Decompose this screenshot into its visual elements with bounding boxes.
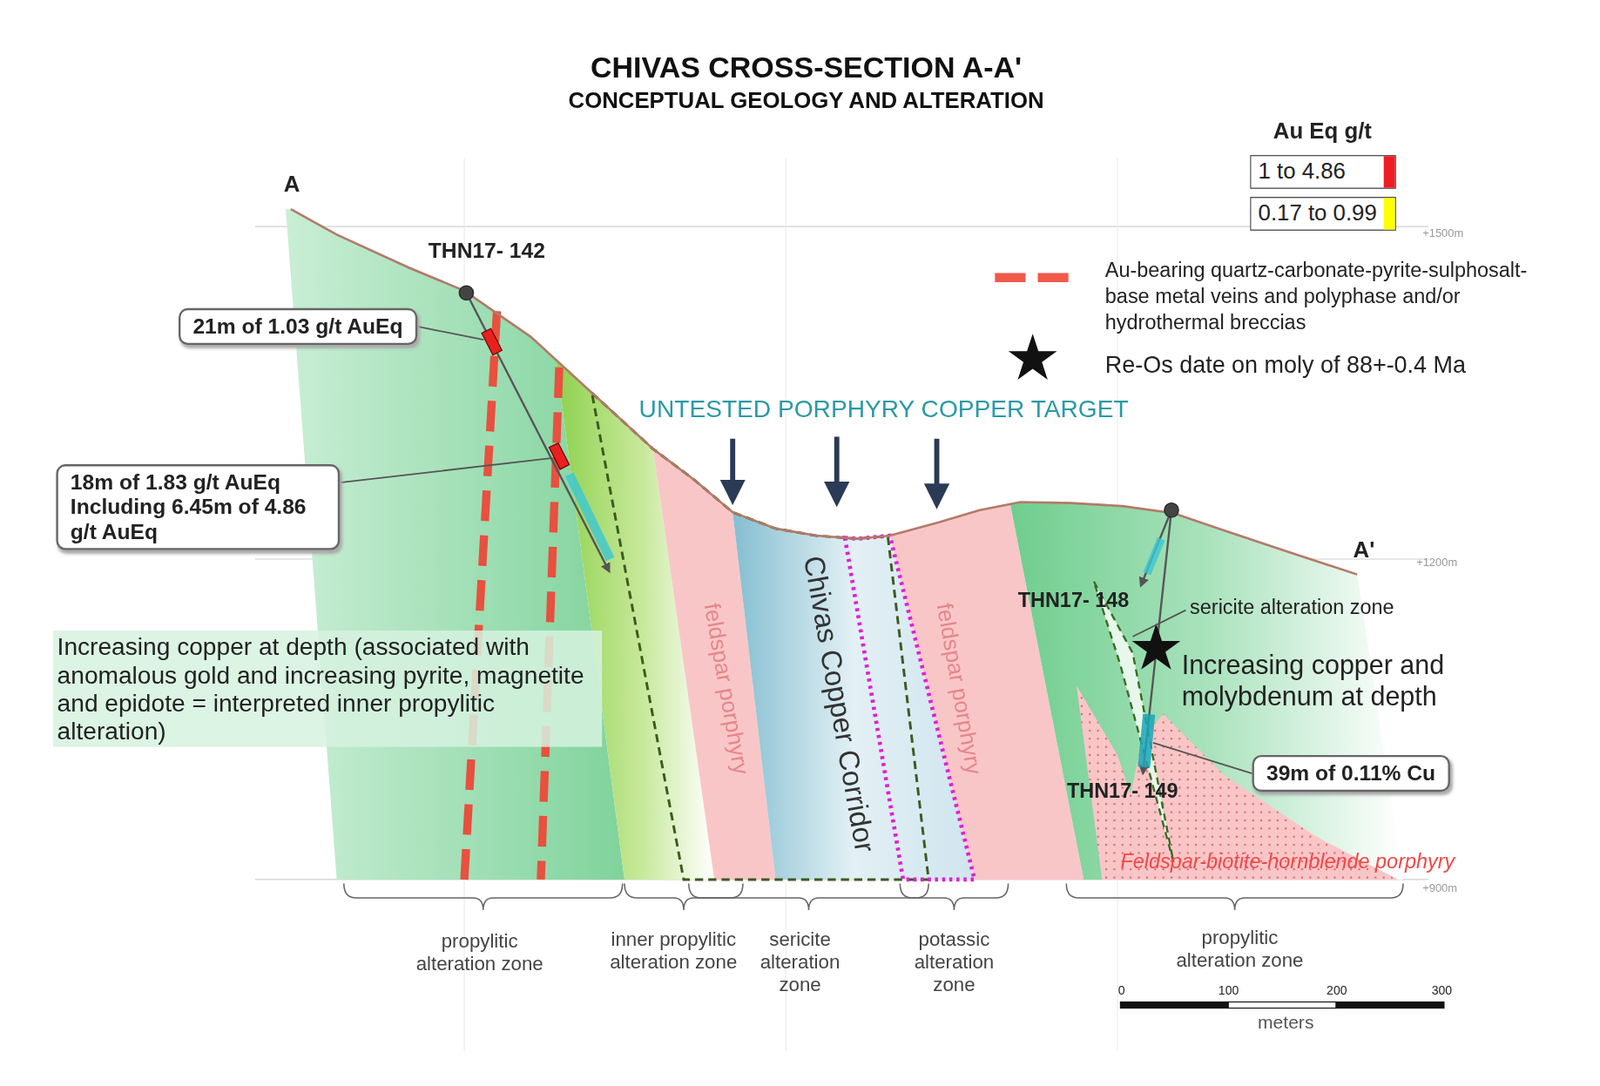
assay-interval — [1147, 539, 1162, 574]
zone-bracket — [1066, 884, 1404, 911]
legend-vein-sample — [994, 272, 1070, 283]
sericite-lens — [1093, 581, 1174, 863]
scale-number: 100 — [1218, 985, 1239, 1000]
legend-item: 0.17 to 0.99 — [1249, 196, 1397, 231]
leader-line — [1153, 742, 1253, 774]
legend-swatch — [1383, 155, 1396, 188]
scale-unit: meters — [1257, 1012, 1314, 1033]
assay-interval — [569, 474, 611, 560]
drill-hole — [465, 292, 609, 572]
assay-callout: 39m of 0.11% Cu — [1252, 755, 1451, 792]
scale-number: 0 — [1118, 985, 1126, 1000]
elevation-label: +900m — [1422, 881, 1458, 895]
scale-segment — [1336, 1002, 1445, 1009]
legend-title: Au Eq g/t — [1273, 118, 1372, 145]
section-end: A' — [1353, 536, 1376, 563]
assay-callout: 21m of 1.03 g/t AuEq — [178, 308, 418, 345]
zone-label: sericite alteration zone — [749, 928, 851, 996]
legend-text: Au-bearing quartz-carbonate-pyrite-sulph… — [1105, 256, 1529, 336]
subtitle: CONCEPTUAL GEOLOGY AND ALTERATION — [568, 87, 1045, 115]
scale-segment — [1228, 1002, 1337, 1009]
drill-collar — [1164, 503, 1179, 518]
legend-text: 0.17 to 0.99 — [1250, 197, 1384, 230]
target-label: UNTESTED PORPHYRY COPPER TARGET — [639, 394, 1129, 423]
drill-hole-name: THN17- 148 — [1018, 588, 1130, 613]
legend-text: Re-Os date on moly of 88+-0.4 Ma — [1105, 350, 1466, 381]
assay-interval — [481, 328, 502, 355]
drill-hole-name: THN17- 142 — [428, 238, 546, 264]
node-text: Feldspar-biotite-hornblende porphyry — [1120, 850, 1455, 874]
target-arrow — [934, 438, 940, 505]
target-arrow — [729, 438, 736, 500]
drill-collar — [459, 285, 473, 300]
scale-segment — [1120, 1002, 1229, 1009]
star-symbol — [1132, 623, 1182, 670]
legend-swatch — [1383, 197, 1396, 230]
leader-line — [417, 326, 484, 340]
legend-item: Re-Os date on moly of 88+-0.4 Ma — [1105, 350, 1466, 381]
zone-note: sericite alteration zone — [1189, 595, 1394, 620]
scale-number: 300 — [1431, 985, 1452, 1000]
section-end: A — [283, 171, 301, 198]
vein — [464, 310, 497, 880]
zone-label: inner propylitic alteration zone — [599, 928, 748, 973]
zone-label: potassic alteration zone — [897, 928, 1011, 996]
drill-hole-name: THN17- 149 — [1066, 779, 1179, 804]
legend-text: 1 to 4.86 — [1250, 155, 1384, 188]
assay-interval — [548, 443, 569, 470]
zone-label: propylitic alteration zone — [1163, 926, 1317, 972]
assay-interval — [548, 443, 569, 470]
legend-item: Au-bearing quartz-carbonate-pyrite-sulph… — [1105, 256, 1529, 336]
target-arrow — [834, 436, 840, 502]
assay-interval — [481, 328, 502, 355]
scale-number: 200 — [1326, 985, 1347, 1000]
sericite-outline — [592, 392, 930, 880]
zone-bracket — [899, 884, 1008, 911]
interpretation-note: Increasing copper and molybdenum at dept… — [1181, 650, 1534, 712]
geology-bands — [285, 209, 1404, 880]
zone-bracket — [624, 884, 743, 911]
legend-star-sample — [1008, 333, 1058, 380]
zone-bracket — [344, 884, 623, 911]
diagram-title: CHIVAS CROSS-SECTION A-A' — [590, 51, 1022, 86]
elevation-label: +1200m — [1416, 556, 1458, 570]
node-text: 39m of 0.11% Cu — [1266, 761, 1436, 786]
leader-line — [1132, 610, 1186, 637]
node-text: 21m of 1.03 g/t AuEq — [192, 314, 403, 339]
elevation-label: +1500m — [1422, 226, 1464, 240]
assay-callout: 18m of 1.83 g/t AuEq Including 6.45m of … — [55, 464, 340, 551]
scale-bar — [1120, 1002, 1445, 1009]
zone-bracket — [688, 884, 929, 911]
porphyry-unit: Feldspar-biotite-hornblende porphyry — [1120, 850, 1455, 874]
node-text: 18m of 1.83 g/t AuEq Including 6.45m of … — [70, 470, 326, 545]
leader-line — [339, 458, 552, 483]
assay-interval — [1143, 714, 1149, 768]
zone-label: propylitic alteration zone — [403, 930, 557, 975]
interpretation-note: Increasing copper at depth (associated w… — [53, 630, 602, 748]
legend-item: 1 to 4.86 — [1249, 155, 1397, 190]
